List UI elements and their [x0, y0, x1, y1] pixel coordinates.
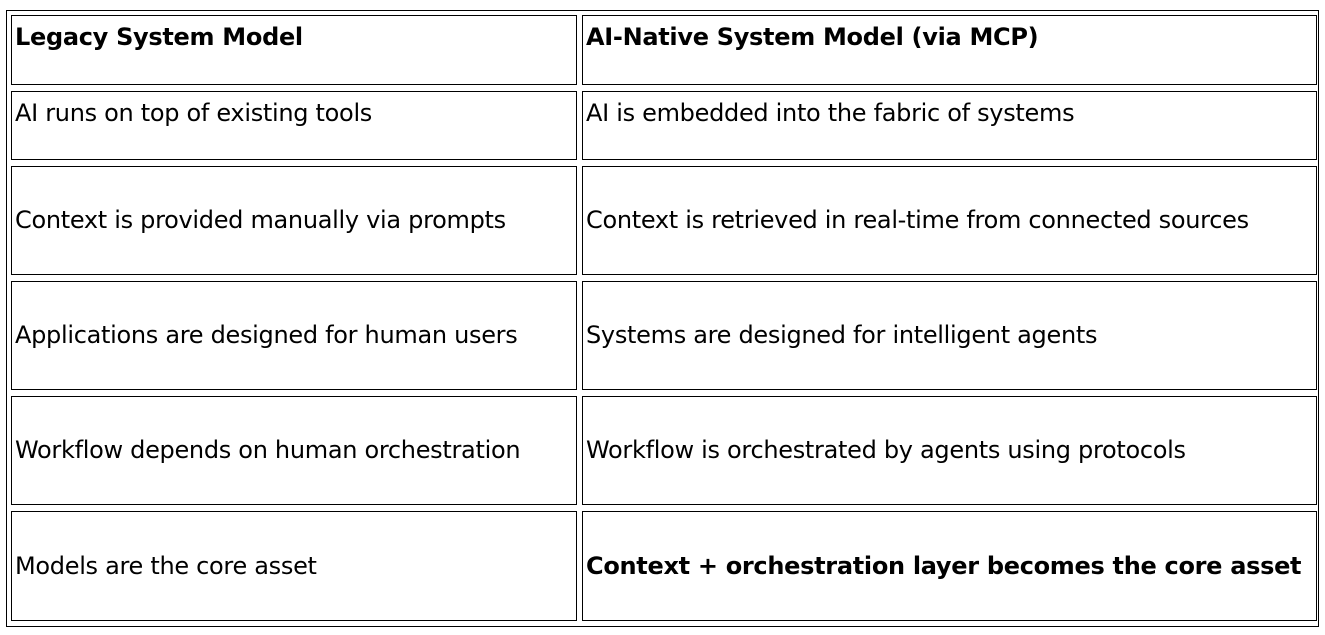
table-header-row: Legacy System Model AI-Native System Mod… [11, 15, 1317, 85]
legacy-cell: Workflow depends on human orchestration [11, 396, 577, 505]
comparison-table: Legacy System Model AI-Native System Mod… [11, 15, 1317, 621]
ai-native-cell-emphasis: Context + orchestration layer becomes th… [582, 511, 1317, 621]
ai-native-cell: AI is embedded into the fabric of system… [582, 91, 1317, 160]
header-legacy-system-model: Legacy System Model [11, 15, 577, 85]
table-row: Applications are designed for human user… [11, 281, 1317, 390]
table-row: Models are the core asset Context + orch… [11, 511, 1317, 621]
legacy-cell: Context is provided manually via prompts [11, 166, 577, 275]
table-row: AI runs on top of existing tools AI is e… [11, 91, 1317, 160]
legacy-cell: Applications are designed for human user… [11, 281, 577, 390]
ai-native-cell: Systems are designed for intelligent age… [582, 281, 1317, 390]
legacy-cell: AI runs on top of existing tools [11, 91, 577, 160]
ai-native-cell: Context is retrieved in real-time from c… [582, 166, 1317, 275]
comparison-table-frame: Legacy System Model AI-Native System Mod… [6, 10, 1319, 627]
header-ai-native-system-model: AI-Native System Model (via MCP) [582, 15, 1317, 85]
legacy-cell: Models are the core asset [11, 511, 577, 621]
ai-native-cell: Workflow is orchestrated by agents using… [582, 396, 1317, 505]
table-row: Context is provided manually via prompts… [11, 166, 1317, 275]
table-row: Workflow depends on human orchestration … [11, 396, 1317, 505]
